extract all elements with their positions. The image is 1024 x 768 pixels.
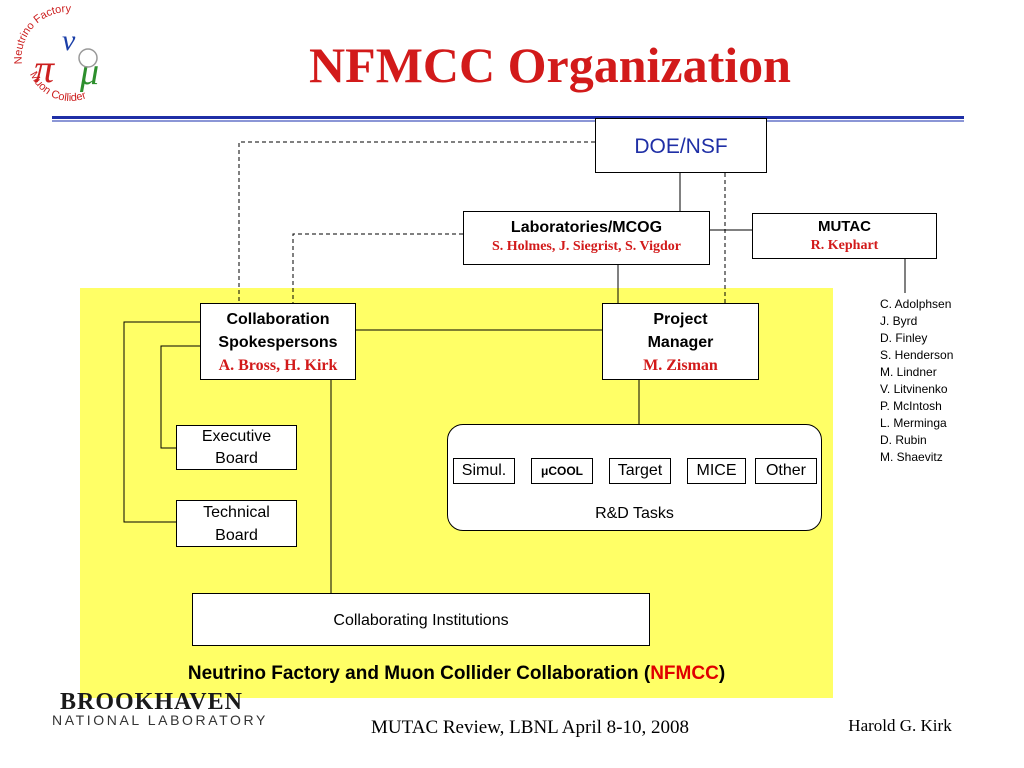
bnl-logo-wordmark: BROOKHAVEN <box>58 689 268 715</box>
doe-nsf-box: DOE/NSF <box>595 118 767 173</box>
bnl-logo-subtitle: NATIONAL LABORATORY <box>52 712 268 728</box>
nfmc-logo: Neutrino Factory Muon Collider π ν μ <box>8 2 126 114</box>
collaboration-name: Neutrino Factory and Muon Collider Colla… <box>80 660 833 688</box>
task-target: Target <box>609 458 671 484</box>
mutac-members-list: C. Adolphsen J. Byrd D. Finley S. Hender… <box>880 296 980 466</box>
project-manager-box: Project Manager M. Zisman <box>602 303 759 380</box>
labs-names: S. Holmes, J. Siegrist, S. Vigdor <box>491 239 681 254</box>
mutac-box: MUTAC R. Kephart <box>752 213 937 259</box>
task-mice: MICE <box>687 458 746 484</box>
exec-line1: Executive <box>201 428 272 445</box>
task-mucool: μCOOL <box>531 458 593 484</box>
technical-board-box: Technical Board <box>176 500 297 547</box>
spokespersons-names: A. Bross, H. Kirk <box>218 357 338 374</box>
mutac-names: R. Kephart <box>810 238 879 253</box>
line-spokes-technical <box>123 321 200 523</box>
svg-text:μ: μ <box>79 51 99 93</box>
member-item: M. Lindner <box>880 365 937 379</box>
spokespersons-line1: Collaboration <box>226 311 330 328</box>
member-item: D. Finley <box>880 331 928 345</box>
member-item: P. McIntosh <box>880 399 942 413</box>
tech-line1: Technical <box>203 504 270 521</box>
task-other: Other <box>755 458 817 484</box>
footer-author: Harold G. Kirk <box>848 716 952 735</box>
spokespersons-box: Collaboration Spokespersons A. Bross, H.… <box>200 303 356 380</box>
title-rule-shadow <box>52 120 964 122</box>
executive-board-box: Executive Board <box>176 425 297 470</box>
title-rule <box>52 116 964 119</box>
member-item: C. Adolphsen <box>880 297 952 311</box>
bnl-wordmark-text: BROOKHAVEN <box>60 690 243 712</box>
member-item: J. Byrd <box>880 314 918 328</box>
task-simul: Simul. <box>453 458 515 484</box>
member-item: S. Henderson <box>880 348 954 362</box>
member-item: M. Shaevitz <box>880 450 943 464</box>
slide-title: NFMCC Organization <box>309 37 791 93</box>
collaboration-text-prefix: Neutrino Factory and Muon Collider Colla… <box>187 663 651 684</box>
labs-title: Laboratories/MCOG <box>510 219 663 236</box>
dashed-doe-spokespersons <box>238 141 595 303</box>
mutac-title: MUTAC <box>817 218 872 235</box>
svg-text:ν: ν <box>62 24 76 57</box>
collaboration-text-suffix: ) <box>718 663 726 684</box>
pm-line2: Manager <box>647 334 714 351</box>
member-item: D. Rubin <box>880 433 927 447</box>
exec-line2: Board <box>215 450 258 467</box>
dashed-labs-spokespersons <box>292 233 463 303</box>
collaboration-acronym: NFMCC <box>650 663 719 684</box>
svg-text:π: π <box>34 46 55 91</box>
laboratories-mcog-box: Laboratories/MCOG S. Holmes, J. Siegrist… <box>463 211 710 265</box>
spokespersons-line2: Spokespersons <box>218 334 338 351</box>
line-spokes-executive <box>160 345 200 449</box>
pm-names: M. Zisman <box>643 357 718 374</box>
member-item: L. Merminga <box>880 416 947 430</box>
pm-line1: Project <box>653 311 708 328</box>
footer-review: MUTAC Review, LBNL April 8-10, 2008 <box>371 717 689 738</box>
collaborating-institutions-box: Collaborating Institutions <box>192 593 650 646</box>
member-item: V. Litvinenko <box>880 382 948 396</box>
rd-tasks-label: R&D Tasks <box>595 505 674 522</box>
tech-line2: Board <box>215 527 258 544</box>
